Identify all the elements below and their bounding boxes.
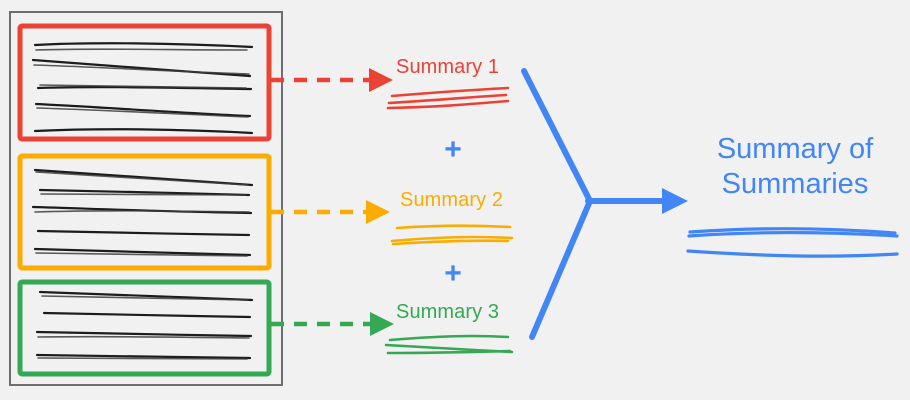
chunk-3-group[interactable] <box>17 279 272 377</box>
final-summary-title-line1: Summary of <box>716 133 874 165</box>
chunk-1-group[interactable] <box>17 23 272 142</box>
chunk-3-box[interactable] <box>17 279 272 377</box>
final-summary-title-line2: Summaries <box>721 168 869 201</box>
summary-1-scribble <box>386 86 510 110</box>
merge-connector <box>521 68 688 340</box>
chunk-2-group[interactable] <box>17 153 272 271</box>
chunk-1-text-lines <box>31 42 254 135</box>
arrow-chunk1-to-summary1 <box>271 68 393 92</box>
chunk-2-text-lines <box>31 168 254 257</box>
arrow-chunk2-to-summary2 <box>271 200 390 224</box>
summary-3-label: Summary 3 <box>396 301 500 323</box>
plus-operator-2: + <box>444 257 462 290</box>
summary-3-scribble <box>384 334 514 355</box>
chunk-1-box[interactable] <box>17 23 272 142</box>
summary-2-label: Summary 2 <box>400 189 504 211</box>
final-summary-title: Summary of Summaries <box>690 132 900 203</box>
chunk-3-text-lines <box>35 290 254 360</box>
plus-operator-1: + <box>444 133 462 166</box>
summary-2-scribble <box>390 224 514 246</box>
summary-1-label: Summary 1 <box>396 56 500 78</box>
chunk-2-box[interactable] <box>17 153 272 271</box>
arrow-chunk3-to-summary3 <box>271 312 394 336</box>
final-summary-scribble <box>686 227 899 258</box>
